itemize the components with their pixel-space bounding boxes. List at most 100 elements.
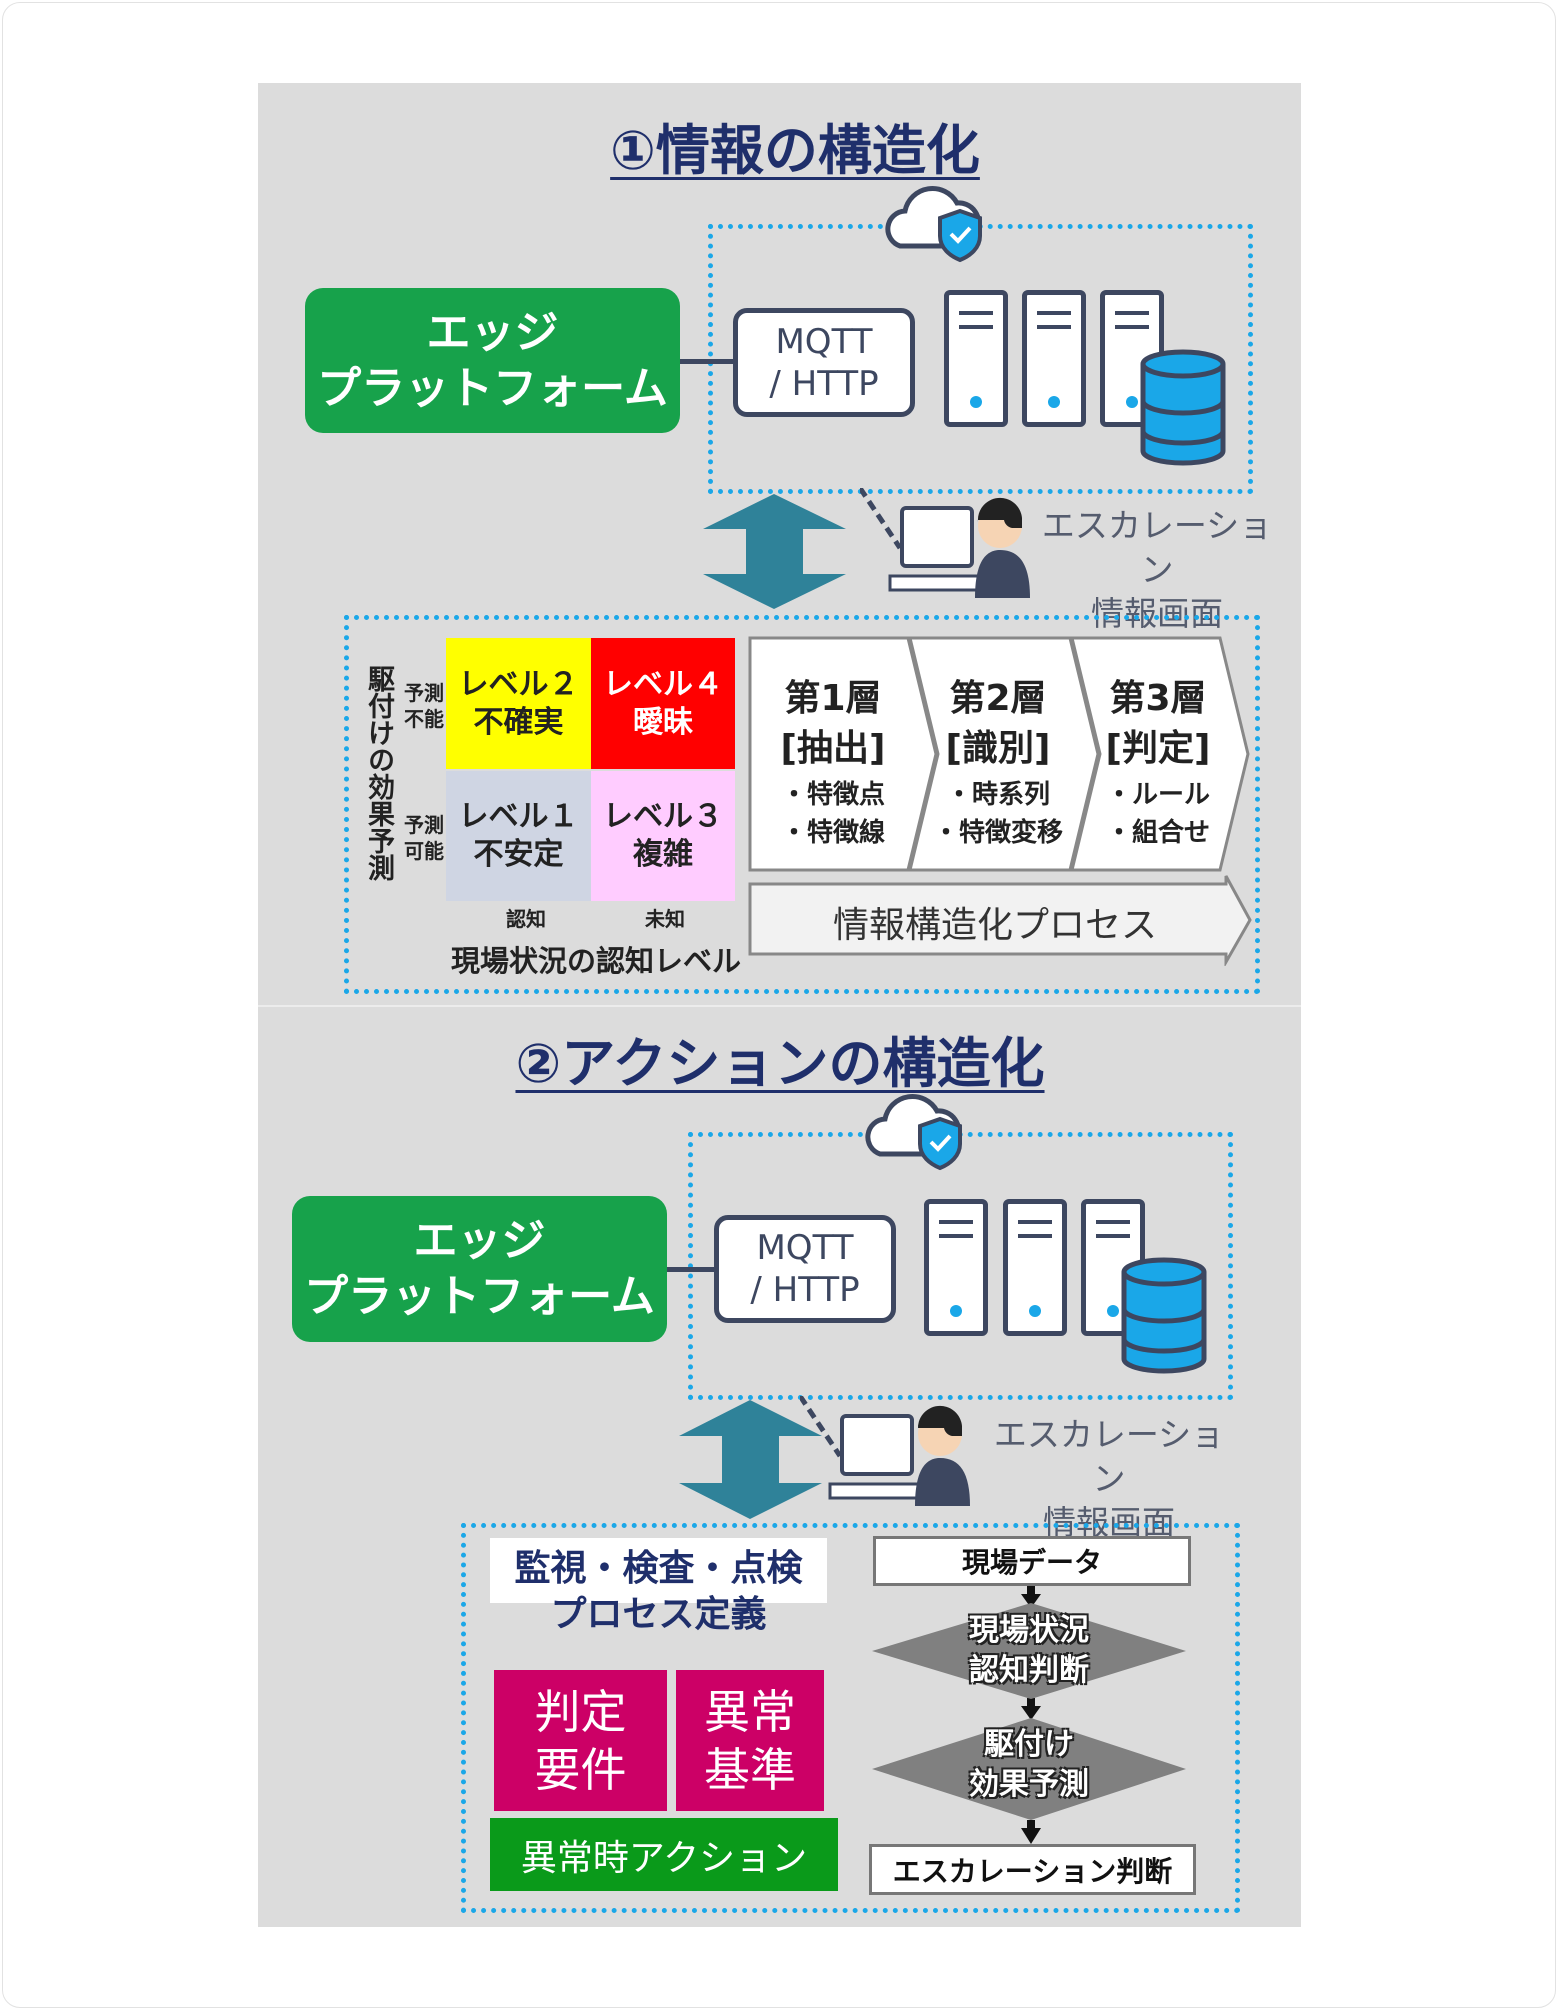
protocol-line1: MQTT [775, 321, 873, 362]
matrix-cell-level1: レベル１ 不安定 [446, 771, 591, 901]
cell-name: 不安定 [473, 837, 564, 872]
protocol-box: MQTT / HTTP [733, 308, 915, 417]
flow-arrow [1027, 1698, 1035, 1710]
layer-sub: [抽出] [780, 728, 886, 769]
layer2-label: 第2層 [識別] ・時系列 ・特徴変移 [918, 676, 1078, 852]
protocol-line2: / HTTP [769, 363, 879, 404]
information-structure-boundary [344, 615, 1260, 994]
flowchart-shapes [872, 1586, 1186, 1844]
decision-recognition: 現場状況 認知判断 [872, 1611, 1186, 1691]
criteria-line2: 基準 [704, 1742, 796, 1797]
layer-title: 第1層 [784, 678, 882, 719]
layer-item: ・特徴線 [780, 818, 885, 848]
chevron-layer3 [1070, 636, 1250, 872]
row-label-predictable: 予測 可能 [402, 812, 446, 864]
flow-arrow [1027, 1820, 1035, 1830]
matrix-cell-level3: レベル３ 複雑 [591, 771, 735, 901]
field-data-box: 現場データ [873, 1536, 1191, 1586]
decision-line: 現場状況 [969, 1613, 1089, 1648]
cloud-security-icon [885, 185, 982, 263]
database-icon [1140, 349, 1226, 466]
escalation-label-line1: エスカレーション [993, 1415, 1225, 1498]
escalation-decision-box: エスカレーション判断 [869, 1844, 1196, 1895]
edge-platform-line2: プラットフォーム [317, 362, 668, 414]
decision-diamond-1 [872, 1603, 1186, 1699]
cell-name: 不確実 [473, 704, 564, 740]
server-icon [924, 1199, 988, 1336]
action-structure-boundary [461, 1523, 1240, 1913]
matrix-cell-level2: レベル２ 不確実 [446, 638, 591, 769]
decision-dispatch-prediction: 駆付け 効果予測 [872, 1725, 1186, 1805]
judgment-requirements-box: 判定 要件 [494, 1670, 667, 1811]
escalation-screen-label: エスカレーション 情報画面 [993, 1413, 1225, 1545]
bidirectional-arrow-icon [703, 494, 846, 609]
flow-arrow [1027, 1586, 1035, 1596]
row-label-line: 予測 [404, 813, 444, 837]
layer1-label: 第1層 [抽出] ・特徴点 ・特徴線 [755, 676, 911, 852]
chevron-layer1 [748, 636, 938, 872]
section2-title: ②アクションの構造化 [515, 1032, 1045, 1095]
layer-chevrons [748, 636, 1252, 966]
layer-item: ・特徴変移 [932, 818, 1063, 848]
matrix-cell-level4: レベル４ 曖昧 [591, 638, 735, 769]
cell-name: 曖昧 [633, 704, 693, 740]
row-label-line: 不能 [404, 707, 444, 731]
database-icon [1121, 1257, 1207, 1374]
decision-diamond-2 [872, 1718, 1186, 1820]
criteria-line1: 異常 [704, 1684, 796, 1739]
operator-pc-icon [800, 1396, 970, 1506]
col-label-recognized: 認知 [506, 907, 546, 931]
bidirectional-arrow-icon [679, 1400, 822, 1519]
section1-title: ①情報の構造化 [610, 119, 980, 182]
cell-level: レベル１ [458, 799, 579, 834]
flow-arrow-head [1021, 1828, 1041, 1844]
layer-sub: [識別] [945, 728, 1051, 769]
edge-platform-line1: エッジ [413, 1215, 546, 1266]
connection-line [667, 1267, 717, 1272]
server-icon [1022, 290, 1086, 427]
process-definition-line2: プロセス定義 [550, 1594, 767, 1635]
requirements-line2: 要件 [534, 1742, 627, 1797]
edge-platform-box: エッジ プラットフォーム [292, 1196, 667, 1342]
process-definition-line1: 監視・検査・点検 [514, 1548, 803, 1589]
layer-item: ・組合せ [1105, 818, 1210, 848]
escalation-screen-label: エスカレーション 情報画面 [1041, 504, 1273, 636]
process-label: 情報構造化プロセス [832, 905, 1157, 946]
layer-item: ・特徴点 [780, 780, 885, 810]
cell-level: レベル２ [458, 666, 579, 702]
escalation-label-line2: 情報画面 [1091, 594, 1223, 633]
connection-line [680, 359, 735, 364]
cell-name: 複雑 [633, 837, 693, 872]
process-definition-label: 監視・検査・点検 プロセス定義 [490, 1546, 827, 1638]
protocol-line2: / HTTP [750, 1270, 860, 1310]
cell-level: レベル４ [603, 666, 723, 702]
cell-level: レベル３ [603, 799, 723, 834]
layer-item: ・時系列 [945, 780, 1050, 810]
requirements-line1: 判定 [534, 1684, 627, 1739]
layer-sub: [判定] [1105, 728, 1211, 769]
flow-arrow-head [1021, 1706, 1041, 1720]
protocol-box: MQTT / HTTP [714, 1215, 896, 1323]
layer-item: ・ルール [1105, 780, 1210, 810]
server-icon [944, 290, 1008, 427]
matrix-y-axis-label: 駆付けの効果予測 [363, 664, 394, 881]
edge-platform-box: エッジ プラットフォーム [305, 288, 680, 433]
anomaly-action-box: 異常時アクション [490, 1818, 838, 1891]
cloud-security-icon [865, 1093, 962, 1171]
chevron-layer2 [908, 636, 1100, 872]
process-arrow [748, 875, 1252, 966]
process-definition-box [490, 1538, 827, 1603]
operator-pc-icon [860, 488, 1030, 598]
layer-title: 第2層 [949, 678, 1047, 719]
row-label-line: 可能 [404, 839, 444, 863]
flow-arrow-head [1021, 1594, 1041, 1608]
row-label-line: 予測 [404, 681, 444, 705]
decision-line: 駆付け [984, 1727, 1074, 1762]
layer3-label: 第3層 [判定] ・ルール ・組合せ [1078, 676, 1238, 852]
edge-platform-line1: エッジ [426, 306, 559, 358]
anomaly-criteria-box: 異常 基準 [676, 1670, 824, 1811]
section-divider [258, 1005, 1301, 1007]
row-label-unpredictable: 予測 不能 [402, 680, 446, 732]
matrix-x-axis-label: 現場状況の認知レベル [450, 944, 741, 978]
